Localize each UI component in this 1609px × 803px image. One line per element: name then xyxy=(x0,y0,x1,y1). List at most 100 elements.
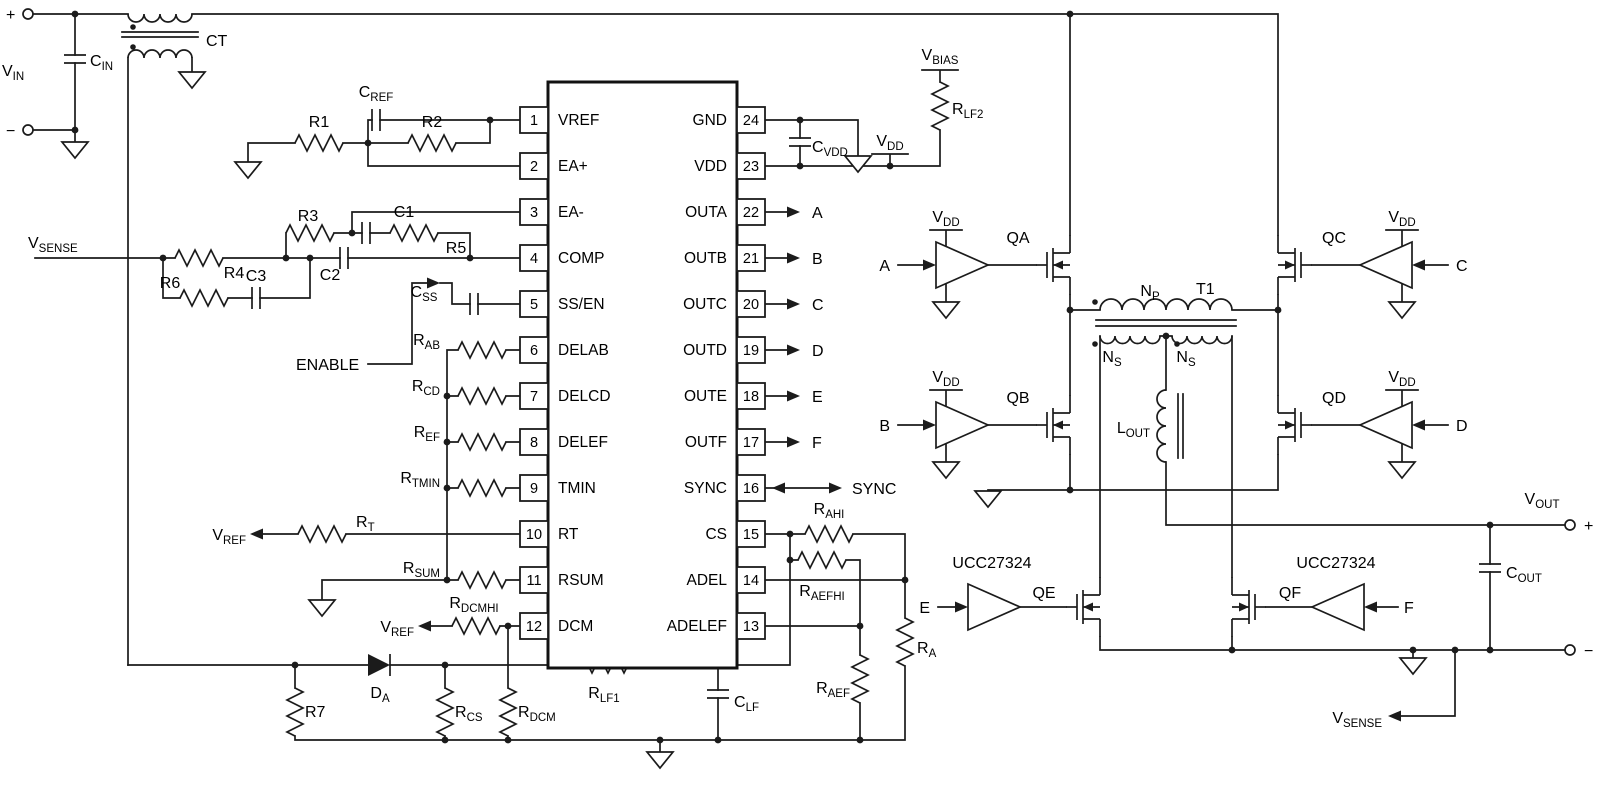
label-c1: C1 xyxy=(394,204,415,221)
pin-number: 11 xyxy=(526,573,541,589)
pin-number: 3 xyxy=(530,205,538,221)
pin-number: 21 xyxy=(743,251,759,267)
label-r2: R2 xyxy=(422,114,443,131)
label-vref-dcm: VREF xyxy=(380,619,414,639)
ground-icon xyxy=(646,751,674,769)
arrow-oute xyxy=(787,390,800,402)
label-r4: R4 xyxy=(224,265,245,282)
label-r1: R1 xyxy=(309,114,330,131)
resistor-raef xyxy=(851,654,869,704)
label-qf: QF xyxy=(1279,585,1301,602)
label-rcs: RCS xyxy=(455,704,483,724)
gate-driver-e xyxy=(967,583,1021,631)
label-rsum: RSUM xyxy=(403,560,440,580)
label-cvdd: CVDD xyxy=(812,139,848,159)
label-cout: COUT xyxy=(1506,565,1542,585)
ic-pin-names: VREF EA+ EA- COMP SS/EN DELAB DELCD DELE… xyxy=(558,112,728,635)
label-rlf2: RLF2 xyxy=(952,101,983,121)
ground-icon xyxy=(61,141,89,159)
gate-driver-c xyxy=(1359,241,1413,289)
arrow-sync-left xyxy=(772,482,785,494)
label-rlf1: RLF1 xyxy=(588,685,619,705)
pin-number: 6 xyxy=(530,343,538,359)
ic-body xyxy=(546,80,739,670)
pin-number: 13 xyxy=(743,619,759,635)
pin-name: VREF xyxy=(558,112,599,129)
pin-number: 14 xyxy=(743,573,759,589)
gate-driver-d xyxy=(1359,401,1413,449)
arrow-in-e xyxy=(955,601,968,613)
resistor-r3 xyxy=(285,224,335,242)
pin-number: 10 xyxy=(526,527,542,543)
label-vin: VIN xyxy=(2,63,24,83)
label-r6: R6 xyxy=(160,275,181,292)
ground-icon xyxy=(932,461,960,479)
label-vdd-driver-c: VDD xyxy=(1388,209,1415,229)
ground-icon xyxy=(932,301,960,319)
ground-icon xyxy=(1388,461,1416,479)
capacitor-c3 xyxy=(251,286,261,310)
mosfet-qe xyxy=(1065,576,1101,638)
pin-name: EA+ xyxy=(558,158,588,175)
pin-number: 2 xyxy=(530,159,538,175)
label-cref: CREF xyxy=(359,84,394,104)
pin-number: 19 xyxy=(743,343,759,359)
label-vdd-rail: VDD xyxy=(876,133,903,153)
label-r3: R3 xyxy=(298,208,319,225)
label-vin-minus: − xyxy=(6,123,15,140)
label-rcd: RCD xyxy=(412,378,440,398)
resistor-rtmin xyxy=(457,479,507,497)
label-t1: T1 xyxy=(1196,281,1215,298)
label-qd: QD xyxy=(1322,390,1346,407)
arrow-outb xyxy=(787,252,800,264)
ground-icon xyxy=(308,599,336,617)
label-ns-left: NS xyxy=(1102,349,1122,369)
pin-name: OUTE xyxy=(684,388,727,405)
terminal-vin-plus xyxy=(22,8,34,20)
gate-driver-f xyxy=(1311,583,1365,631)
ground-icon xyxy=(974,490,1002,508)
pin-number: 24 xyxy=(743,113,759,129)
arrow-vref-dcm xyxy=(418,620,431,632)
label-out-f: F xyxy=(812,435,822,452)
pin-name: DELCD xyxy=(558,388,611,405)
transformer-t1 xyxy=(1092,298,1233,347)
arrow-outc xyxy=(787,298,800,310)
arrow-in-c xyxy=(1412,259,1425,271)
pin-name: RSUM xyxy=(558,572,604,589)
resistor-rt xyxy=(297,525,347,543)
label-qc: QC xyxy=(1322,230,1346,247)
pin-number: 1 xyxy=(530,113,538,129)
pin-number: 5 xyxy=(530,297,538,313)
label-vdd-driver-b: VDD xyxy=(932,369,959,389)
pin-name: ADELEF xyxy=(667,618,727,635)
capacitor-c1 xyxy=(361,221,371,245)
label-ref: REF xyxy=(414,424,440,444)
pin-name: VDD xyxy=(694,158,727,175)
pin-name: OUTC xyxy=(683,296,727,313)
gate-driver-b xyxy=(935,401,989,449)
mosfet-qf xyxy=(1231,576,1267,638)
pin-name: TMIN xyxy=(558,480,596,497)
label-in-e: E xyxy=(919,600,930,617)
pin-name: OUTA xyxy=(685,204,728,221)
capacitor-cin xyxy=(63,54,87,64)
label-lout: LOUT xyxy=(1117,420,1150,440)
transformer-ct xyxy=(121,13,199,59)
pin-name: OUTD xyxy=(683,342,727,359)
pin-number: 9 xyxy=(530,481,538,497)
pin-number: 20 xyxy=(743,297,759,313)
pin-name: SYNC xyxy=(684,480,727,497)
label-css: CSS xyxy=(411,284,438,304)
label-rdcm: RDCM xyxy=(518,704,556,724)
label-in-a: A xyxy=(879,258,890,275)
label-c2: C2 xyxy=(320,267,341,284)
ground-icon xyxy=(1388,301,1416,319)
arrow-outa xyxy=(787,206,800,218)
pin-number: 7 xyxy=(530,389,538,405)
capacitor-cout xyxy=(1478,563,1502,573)
label-ns-right: NS xyxy=(1176,349,1196,369)
label-qe: QE xyxy=(1032,585,1055,602)
label-out-e: E xyxy=(812,389,823,406)
